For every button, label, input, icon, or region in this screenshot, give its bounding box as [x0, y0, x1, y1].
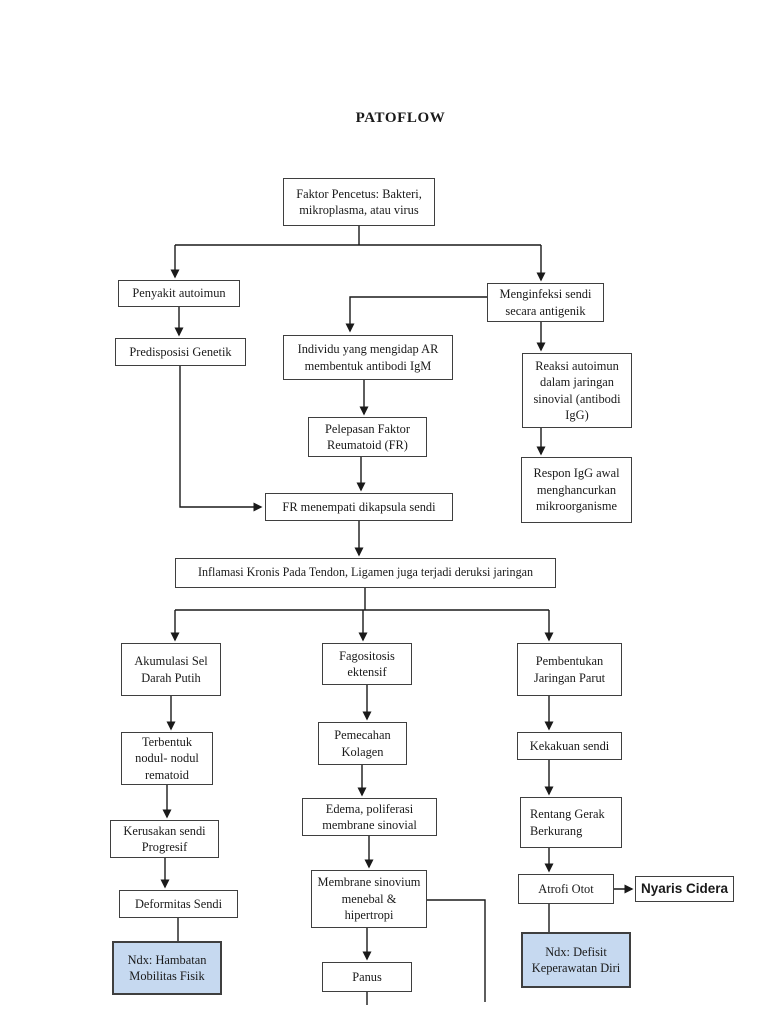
- node-rentang-gerak: Rentang Gerak Berkurang: [520, 797, 622, 848]
- node-fagositosis: Fagositosis ektensif: [322, 643, 412, 685]
- node-edema-poliferasi: Edema, poliferasi membrane sinovial: [302, 798, 437, 836]
- node-pembentukan-jaringan: Pembentukan Jaringan Parut: [517, 643, 622, 696]
- node-membrane-sinovium: Membrane sinovium menebal & hipertropi: [311, 870, 427, 928]
- node-pelepasan-fr: Pelepasan Faktor Reumatoid (FR): [308, 417, 427, 457]
- node-inflamasi-kronis: Inflamasi Kronis Pada Tendon, Ligamen ju…: [175, 558, 556, 588]
- node-terbentuk-nodul: Terbentuk nodul- nodul rematoid: [121, 732, 213, 785]
- node-pemecahan-kolagen: Pemecahan Kolagen: [318, 722, 407, 765]
- node-penyakit-autoimun: Penyakit autoimun: [118, 280, 240, 307]
- node-individu-ar: Individu yang mengidap AR membentuk anti…: [283, 335, 453, 380]
- node-ndx-defisit: Ndx: Defisit Keperawatan Diri: [521, 932, 631, 988]
- node-fr-menempati: FR menempati dikapsula sendi: [265, 493, 453, 521]
- node-respon-igg: Respon IgG awal menghancurkan mikroorgan…: [521, 457, 632, 523]
- node-menginfeksi-sendi: Menginfeksi sendi secara antigenik: [487, 283, 604, 322]
- node-reaksi-autoimun: Reaksi autoimun dalam jaringan sinovial …: [522, 353, 632, 428]
- node-ndx-hambatan: Ndx: Hambatan Mobilitas Fisik: [112, 941, 222, 995]
- node-kerusakan-sendi: Kerusakan sendi Progresif: [110, 820, 219, 858]
- page-title: PATOFLOW: [355, 110, 446, 126]
- node-predisposisi-genetik: Predisposisi Genetik: [115, 338, 246, 366]
- node-akumulasi-sel: Akumulasi Sel Darah Putih: [121, 643, 221, 696]
- node-atrofi-otot: Atrofi Otot: [518, 874, 614, 904]
- node-deformitas-sendi: Deformitas Sendi: [119, 890, 238, 918]
- node-nyaris-cidera: Nyaris Cidera: [635, 876, 734, 902]
- node-kekakuan-sendi: Kekakuan sendi: [517, 732, 622, 760]
- node-faktor-pencetus: Faktor Pencetus: Bakteri, mikroplasma, a…: [283, 178, 435, 226]
- node-panus: Panus: [322, 962, 412, 992]
